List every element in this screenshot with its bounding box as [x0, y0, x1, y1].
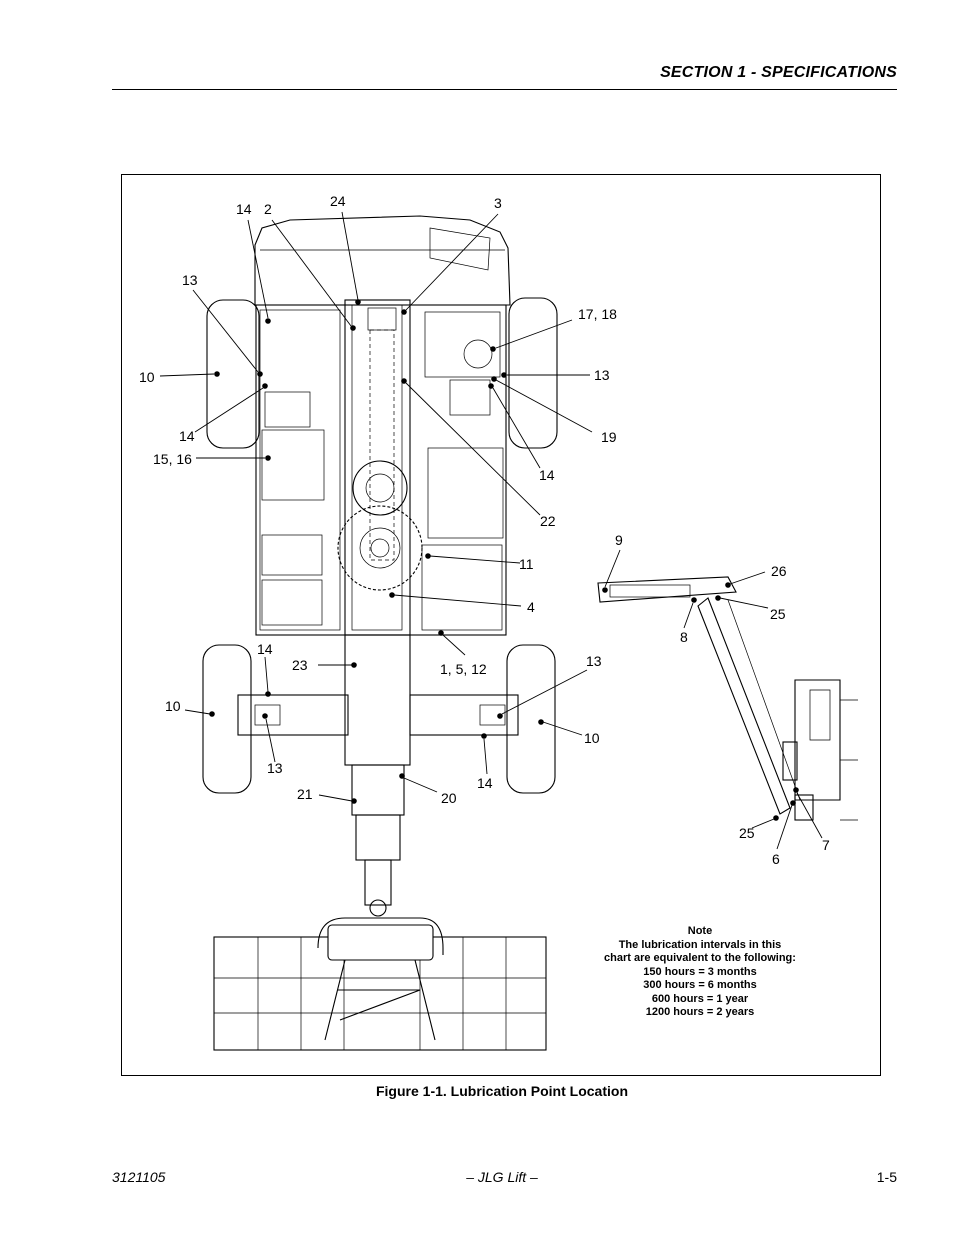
callout-14-lower-left: 14 — [257, 641, 273, 657]
leader-lines — [159, 211, 823, 850]
lube-point — [265, 455, 271, 461]
figure-frame — [121, 174, 881, 1076]
callout-1-5-12: 1, 5, 12 — [440, 661, 487, 677]
lube-point — [262, 713, 268, 719]
callout-14-right-mid: 14 — [539, 467, 555, 483]
callout-4: 4 — [527, 599, 535, 615]
chassis-drawing — [202, 215, 858, 1051]
callout-13-upper-right: 13 — [594, 367, 610, 383]
lube-point — [265, 318, 271, 324]
callout-10-lower-right: 10 — [584, 730, 600, 746]
note-line: 600 hours = 1 year — [651, 992, 749, 1005]
callout-14-upper-left: 14 — [179, 428, 195, 444]
note-line: The lubrication intervals in this — [618, 938, 782, 951]
note-title: Note — [687, 925, 713, 937]
callout-25-lower: 25 — [739, 825, 755, 841]
lube-point — [481, 733, 487, 739]
figure-caption: Figure 1-1. Lubrication Point Location — [375, 1083, 628, 1099]
callout-13-upper-left: 13 — [182, 272, 198, 288]
lube-point — [538, 719, 544, 725]
lube-point — [438, 630, 444, 636]
callout-11: 11 — [519, 556, 534, 572]
footer-brand: – JLG Lift – — [466, 1169, 538, 1185]
lube-point — [399, 773, 405, 779]
lube-point — [725, 582, 731, 588]
callout-25-upper: 25 — [770, 606, 786, 622]
lube-point — [497, 713, 503, 719]
callout-3: 3 — [494, 195, 502, 211]
callout-9: 9 — [615, 532, 623, 548]
lube-point — [351, 662, 357, 668]
lube-point — [491, 376, 497, 382]
callout-19: 19 — [601, 429, 617, 445]
lube-point — [425, 553, 431, 559]
note-line: 300 hours = 6 months — [643, 979, 757, 991]
lubrication-points — [209, 299, 799, 821]
lubrication-interval-note: Note The lubrication intervals in this c… — [585, 925, 815, 1020]
section-title: SECTION 1 - SPECIFICATIONS — [660, 64, 897, 81]
callout-22: 22 — [540, 513, 556, 529]
lube-point — [209, 711, 215, 717]
lube-point — [715, 595, 721, 601]
callout-17-18: 17, 18 — [578, 306, 617, 322]
lube-point — [790, 800, 796, 806]
callout-24: 24 — [330, 193, 346, 209]
lube-point — [773, 815, 779, 821]
callout-6: 6 — [772, 851, 780, 867]
document-number: 3121105 — [112, 1169, 166, 1185]
lube-point — [389, 592, 395, 598]
lube-point — [257, 371, 263, 377]
lube-point — [355, 299, 361, 305]
callout-13-lower-right: 13 — [586, 653, 602, 669]
lube-point — [490, 346, 496, 352]
note-line: 150 hours = 3 months — [643, 965, 757, 978]
callout-23: 23 — [292, 657, 308, 673]
callout-20: 20 — [441, 790, 457, 806]
lube-point — [793, 787, 799, 793]
header-rule — [112, 89, 897, 90]
note-line: 1200 hours = 2 years — [645, 1006, 755, 1018]
callout-8: 8 — [680, 629, 688, 645]
note-line: chart are equivalent to the following: — [604, 952, 796, 964]
lube-point — [214, 371, 220, 377]
callout-13-lower-left: 13 — [267, 760, 283, 776]
lube-point — [262, 383, 268, 389]
callout-21: 21 — [297, 786, 313, 802]
lube-point — [488, 383, 494, 389]
lube-point — [501, 372, 507, 378]
callout-labels: 14 2 24 3 13 10 14 15, 16 17, 18 13 19 1… — [139, 193, 830, 867]
callout-14-lower-right: 14 — [477, 775, 493, 791]
lube-point — [351, 798, 357, 804]
lube-point — [401, 309, 407, 315]
lube-point — [691, 597, 697, 603]
callout-2: 2 — [264, 201, 272, 217]
callout-10-lower-left: 10 — [165, 698, 181, 714]
callout-15-16: 15, 16 — [153, 451, 192, 467]
lube-point — [602, 587, 608, 593]
lube-point — [350, 325, 356, 331]
page-number: 1-5 — [876, 1169, 897, 1185]
callout-10-upper-left: 10 — [139, 369, 155, 385]
callout-26: 26 — [771, 563, 787, 579]
callout-7: 7 — [822, 837, 830, 853]
lube-point — [265, 691, 271, 697]
lube-point — [401, 378, 407, 384]
callout-14-top: 14 — [236, 201, 252, 217]
